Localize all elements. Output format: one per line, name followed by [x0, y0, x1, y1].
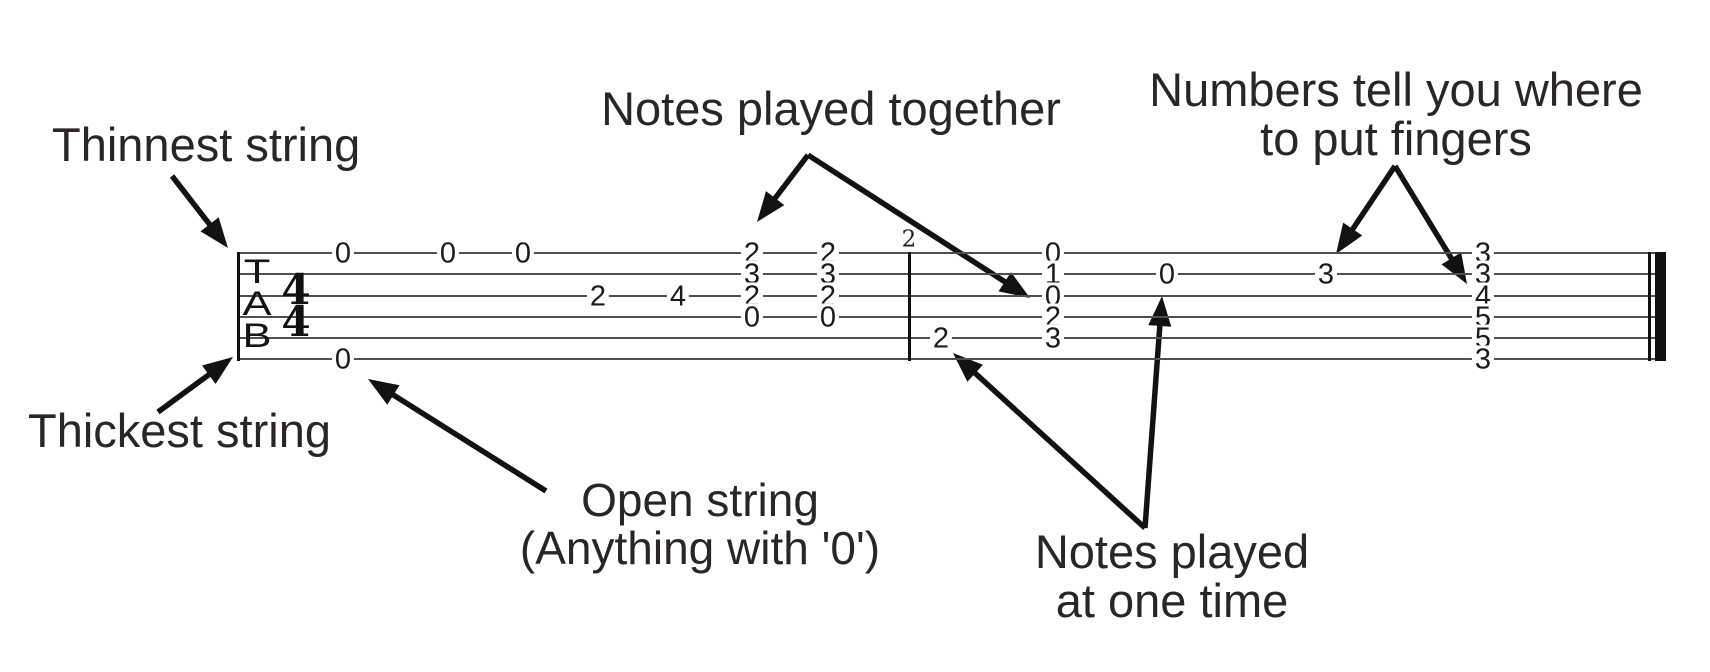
time-signature-top: 4 — [281, 265, 311, 314]
fret-number: 0 — [331, 239, 355, 269]
staff-line-string-4 — [238, 316, 1666, 318]
tab-letter-a: A — [242, 285, 272, 323]
fret-number: 1 — [1041, 260, 1065, 290]
measure-number: 2 — [901, 226, 917, 253]
numbers-label-line2: to put fingers — [1260, 111, 1532, 165]
notes-played-together-label: Notes played together — [601, 82, 1061, 135]
staff-line-string-1 — [238, 252, 1666, 254]
barline-1 — [237, 252, 240, 361]
fret-number: 2 — [929, 324, 953, 354]
numbers-tell-fingers-label: Numbers tell you where to put fingers — [1149, 63, 1643, 165]
fret-number: 3 — [1314, 260, 1338, 290]
staff-line-string-3 — [238, 295, 1666, 297]
fret-number: 2 — [586, 282, 610, 312]
time-signature-bottom: 4 — [281, 297, 311, 346]
thinnest-string-label: Thinnest string — [52, 118, 361, 171]
fret-number: 0 — [436, 239, 460, 269]
numbers-label-line1: Numbers tell you where — [1149, 63, 1643, 116]
fret-number: 0 — [1155, 260, 1179, 290]
barline-2 — [908, 252, 911, 361]
tab-letter-t: T — [243, 253, 271, 291]
open-string-label-line1: Open string — [581, 474, 819, 526]
notes-at-one-time-label: Notes played at one time — [1034, 525, 1310, 627]
open-string-label-line2: (Anything with '0') — [519, 521, 881, 574]
fret-number: 3 — [1041, 324, 1065, 354]
open-string-label: Open string (Anything with '0') — [519, 474, 881, 574]
fret-number: 0 — [740, 303, 764, 333]
fret-number: 0 — [511, 239, 535, 269]
fret-number: 3 — [816, 260, 840, 290]
tab-letter-b: B — [242, 317, 272, 355]
fret-number: 0 — [331, 345, 355, 375]
onetime-label-line2: at one time — [1055, 573, 1289, 627]
fret-number: 4 — [666, 282, 690, 312]
barline-3 — [1648, 252, 1651, 361]
onetime-label-line1: Notes played — [1034, 525, 1310, 578]
fret-number: 3 — [1471, 345, 1495, 375]
staff-line-string-2 — [238, 273, 1666, 275]
fret-number: 3 — [740, 260, 764, 290]
staff-line-string-6 — [238, 358, 1666, 360]
final-thick-barline — [1655, 252, 1666, 361]
fret-number: 3 — [1471, 260, 1495, 290]
thickest-string-label: Thickest string — [28, 404, 331, 457]
fret-number: 0 — [816, 303, 840, 333]
